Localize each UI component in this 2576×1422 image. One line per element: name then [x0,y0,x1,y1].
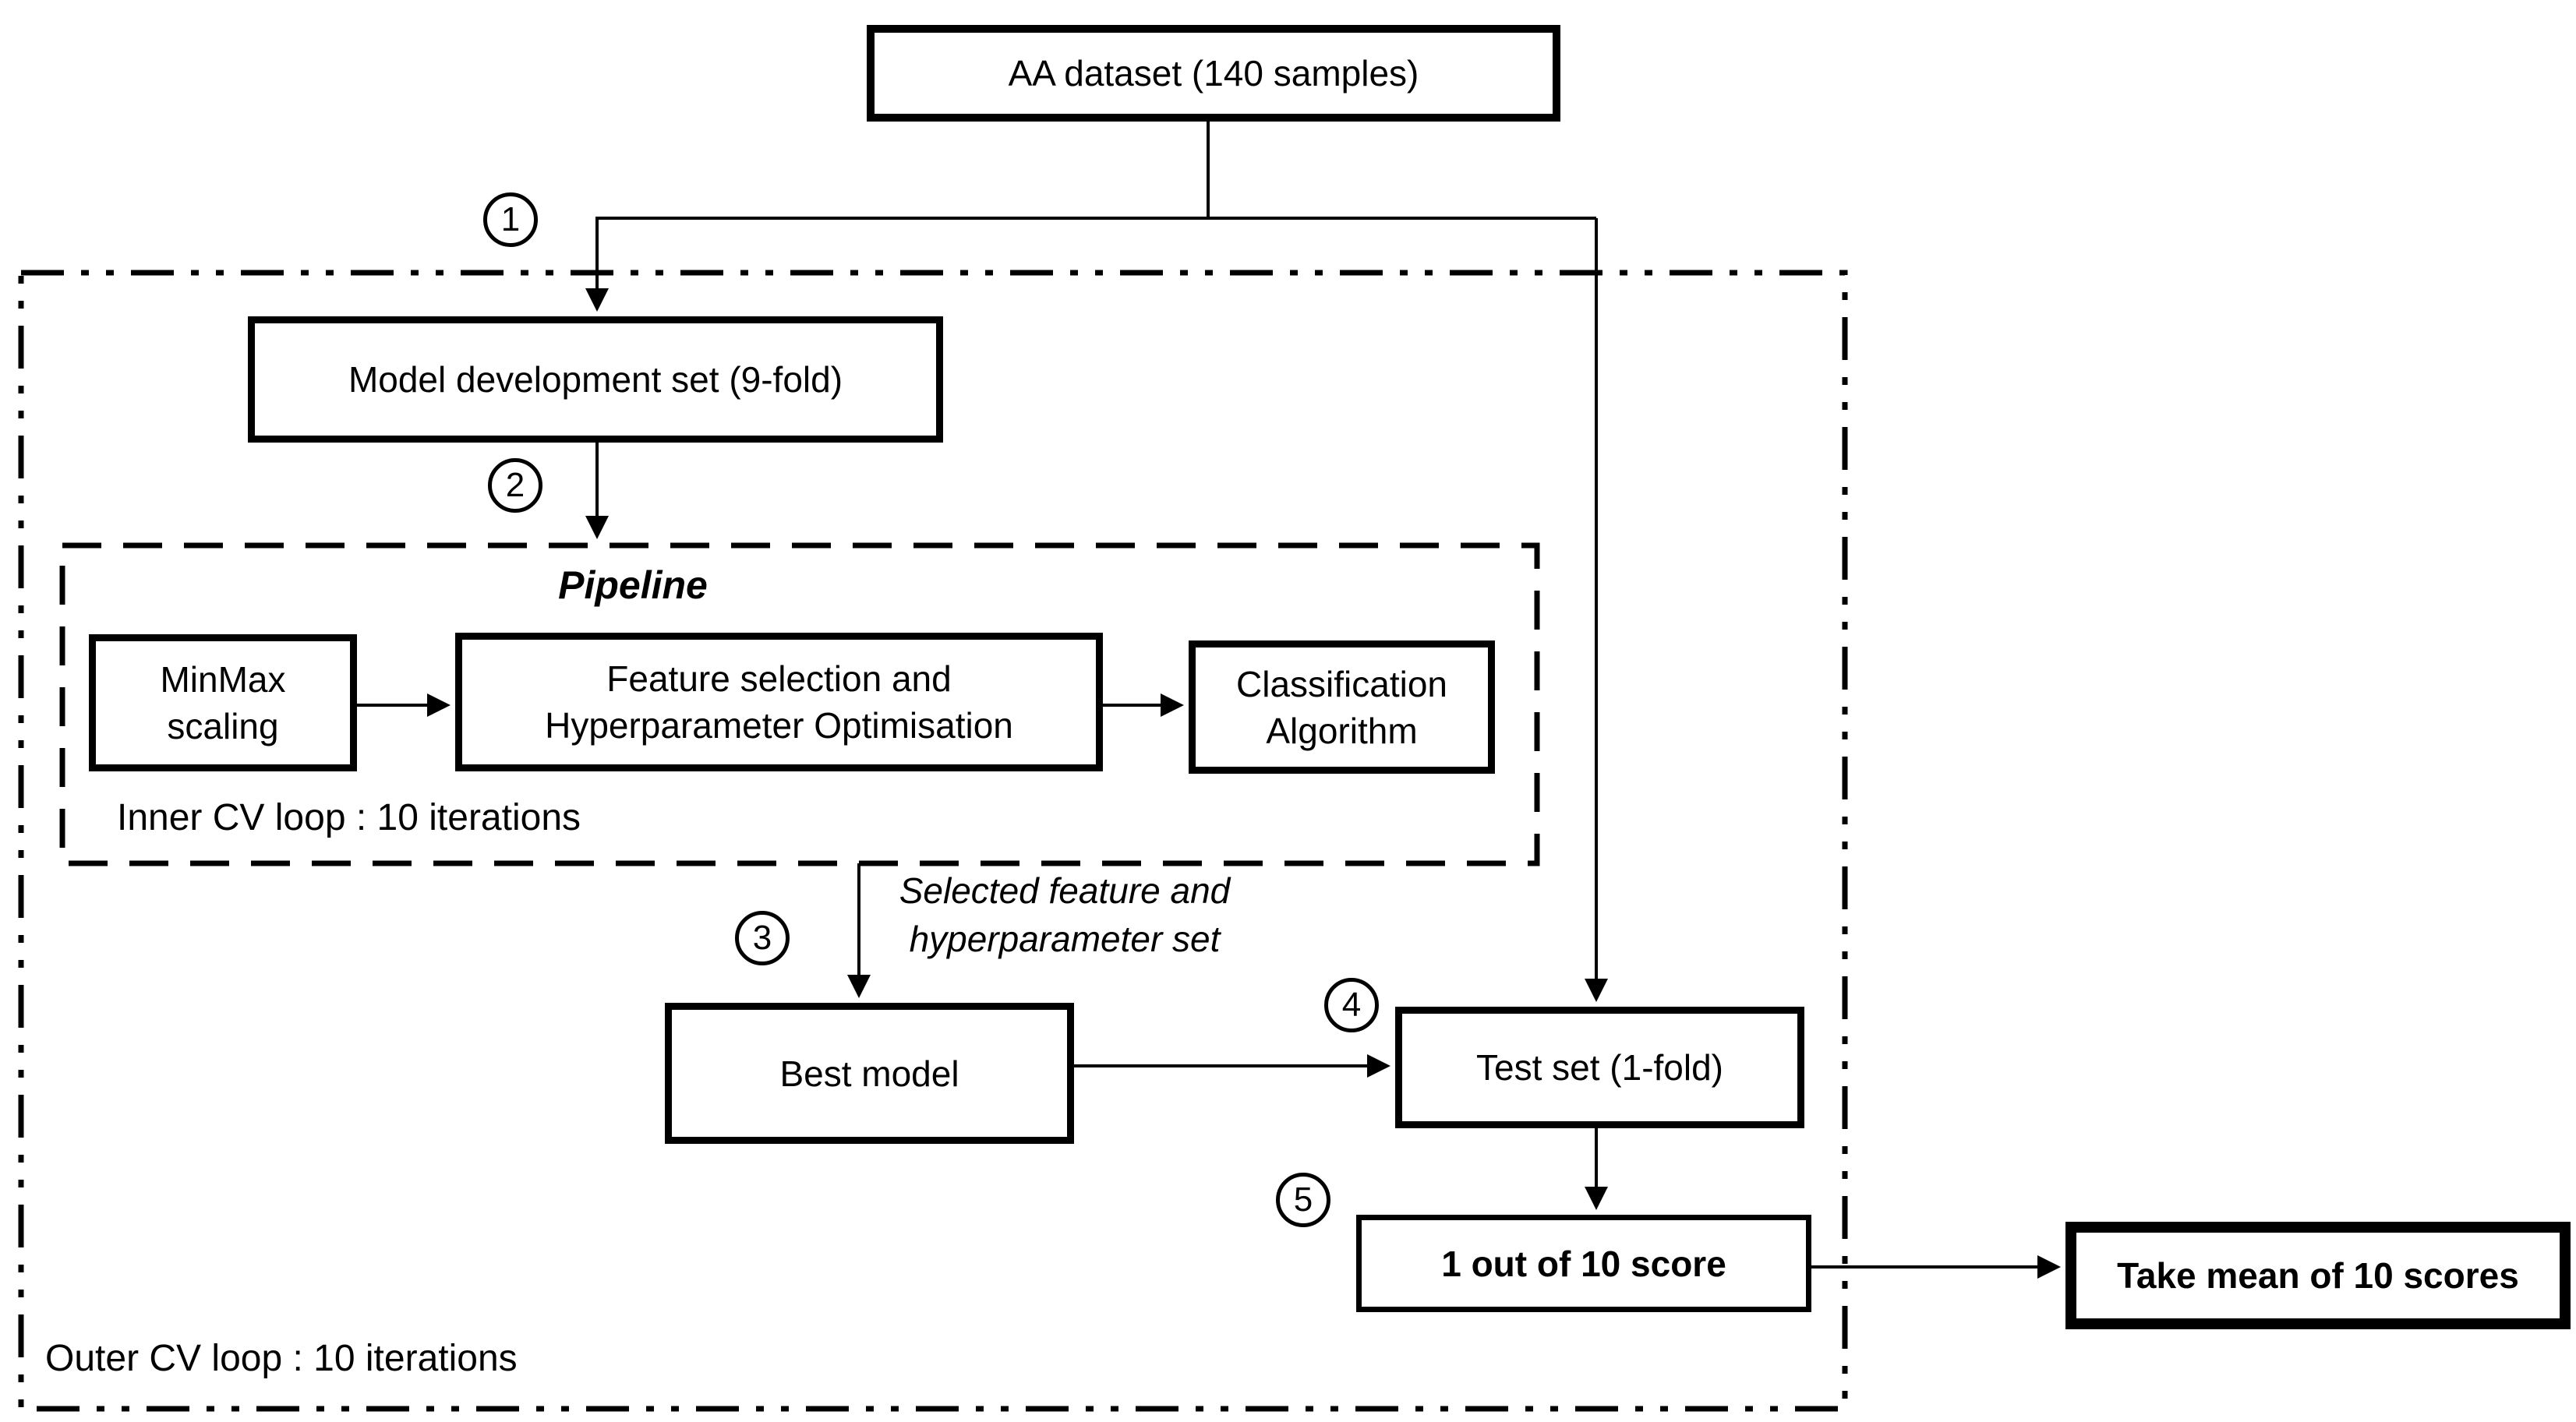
best-model-label: Best model [779,1053,959,1094]
feature-selection-box: Feature selection and Hyperparameter Opt… [455,633,1103,771]
best-model-box: Best model [665,1003,1074,1144]
test-set-label: Test set (1-fold) [1476,1047,1723,1088]
outer-cv-loop-frame [18,270,1848,1412]
selected-feature-caption-line2: hyperparameter set [909,919,1221,959]
model-development-set-label: Model development set (9-fold) [348,359,843,400]
test-set-box: Test set (1-fold) [1395,1007,1804,1128]
outer-cv-loop-caption: Outer CV loop : 10 iterations [45,1338,518,1379]
score-label: 1 out of 10 score [1441,1243,1726,1284]
take-mean-box: Take mean of 10 scores [2065,1222,2571,1329]
classification-algorithm-label-line1: Classification [1236,663,1447,704]
aa-dataset-box: AA dataset (140 samples) [867,25,1560,122]
minmax-scaling-label-line2: scaling [167,706,279,746]
score-box: 1 out of 10 score [1356,1215,1811,1312]
classification-algorithm-box: Classification Algorithm [1189,640,1495,774]
pipeline-title: Pipeline [558,563,708,607]
inner-cv-loop-frame [59,542,1540,866]
selected-feature-caption-line1: Selected feature and [899,870,1231,911]
step-1-number: 1 [500,200,521,238]
selected-feature-caption: Selected feature and hyperparameter set [826,866,1303,963]
step-3-badge: 3 [735,911,790,965]
take-mean-label: Take mean of 10 scores [2117,1255,2519,1296]
inner-cv-loop-caption: Inner CV loop : 10 iterations [117,797,581,838]
aa-dataset-label: AA dataset (140 samples) [1008,53,1419,94]
step-2-number: 2 [505,466,525,504]
minmax-scaling-box: MinMax scaling [89,634,357,771]
feature-selection-label-line1: Feature selection and [606,658,952,699]
classification-algorithm-label-line2: Algorithm [1266,710,1418,751]
feature-selection-label-line2: Hyperparameter Optimisation [545,705,1013,746]
step-5-badge: 5 [1276,1173,1330,1227]
step-2-badge: 2 [488,458,542,513]
step-1-badge: 1 [483,192,538,247]
step-5-number: 5 [1293,1180,1313,1219]
step-4-badge: 4 [1324,978,1379,1032]
step-3-number: 3 [752,919,772,957]
step-4-number: 4 [1341,986,1362,1024]
minmax-scaling-label-line1: MinMax [160,659,286,700]
model-development-set-box: Model development set (9-fold) [248,316,943,443]
